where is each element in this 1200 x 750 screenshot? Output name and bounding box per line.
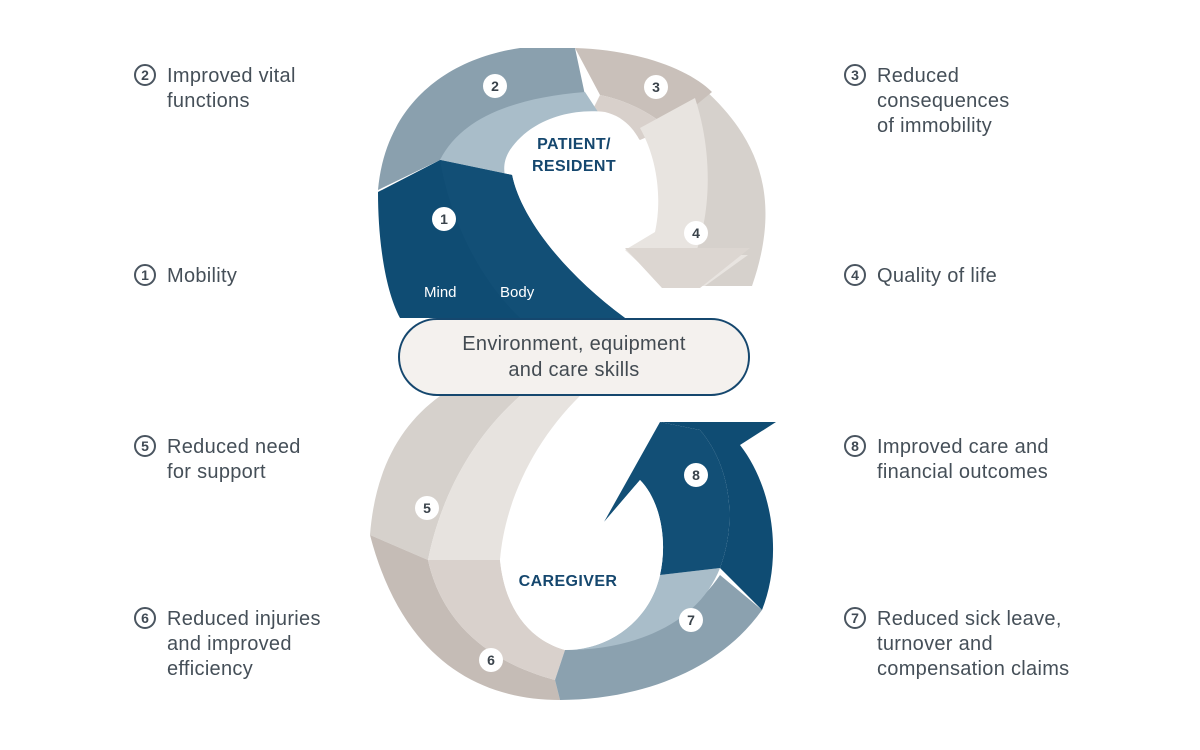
- item-8-number: 8: [844, 435, 866, 457]
- segment-8-outer: [660, 422, 776, 610]
- item-1: 1 Mobility: [134, 264, 237, 289]
- patient-resident-label: PATIENT/ RESIDENT: [531, 136, 617, 175]
- segment-5-inner: [428, 396, 580, 560]
- segment-8-inner: [604, 422, 730, 575]
- item-4-text: Quality of life: [877, 265, 998, 287]
- item-3: 3 Reduced consequences of immobility: [844, 64, 1010, 139]
- marker-2: 2: [483, 74, 507, 98]
- svg-text:3: 3: [652, 79, 660, 95]
- svg-text:7: 7: [687, 612, 695, 628]
- marker-3: 3: [644, 75, 668, 99]
- svg-text:8: 8: [692, 467, 700, 483]
- item-5-text: Reduced need for support: [167, 436, 301, 483]
- segment-4-inner: [625, 98, 748, 286]
- segment-6-inner: [428, 560, 565, 680]
- item-8: 8 Improved care and financial outcomes: [844, 435, 1049, 485]
- marker-4: 4: [684, 221, 708, 245]
- arrow-head-top: [625, 248, 750, 288]
- marker-5: 5: [415, 496, 439, 520]
- top-hollow: [508, 111, 650, 215]
- caregiver-label: CAREGIVER: [518, 573, 618, 590]
- marker-8: 8: [684, 463, 708, 487]
- svg-text:6: 6: [487, 652, 495, 668]
- marker-7: 7: [679, 608, 703, 632]
- item-5-number: 5: [134, 435, 156, 457]
- item-1-text: Mobility: [167, 265, 238, 287]
- svg-text:4: 4: [692, 225, 700, 241]
- segment-7-inner: [565, 568, 720, 650]
- item-3-number: 3: [844, 64, 866, 86]
- segment-7-outer: [555, 575, 762, 700]
- item-4: 4 Quality of life: [844, 264, 997, 289]
- item-7-number: 7: [844, 607, 866, 629]
- segment-4-outer: [660, 90, 766, 286]
- item-3-text: Reduced consequences of immobility: [877, 65, 1010, 137]
- item-7-text: Reduced sick leave, turnover and compens…: [877, 608, 1070, 680]
- item-6-text: Reduced injuries and improved efficiency: [167, 608, 321, 680]
- body-label: Body: [500, 284, 535, 301]
- svg-text:1: 1: [440, 211, 448, 227]
- item-2: 2 Improved vital functions: [134, 64, 296, 114]
- item-1-number: 1: [134, 264, 156, 286]
- item-2-text: Improved vital functions: [167, 65, 296, 112]
- mind-label: Mind: [424, 284, 457, 301]
- item-7: 7 Reduced sick leave, turnover and compe…: [844, 607, 1069, 682]
- item-2-number: 2: [134, 64, 156, 86]
- svg-text:5: 5: [423, 500, 431, 516]
- item-6: 6 Reduced injuries and improved efficien…: [134, 607, 321, 682]
- item-8-text: Improved care and financial outcomes: [877, 436, 1049, 483]
- item-4-number: 4: [844, 264, 866, 286]
- environment-box: Environment, equipment and care skills: [398, 318, 750, 396]
- marker-6: 6: [479, 648, 503, 672]
- item-5: 5 Reduced need for support: [134, 435, 301, 485]
- segment-1-shade: [440, 160, 625, 318]
- segment-5-outer: [370, 396, 520, 560]
- marker-1: 1: [432, 207, 456, 231]
- bottom-hollow: [500, 396, 664, 650]
- item-6-number: 6: [134, 607, 156, 629]
- segment-6-outer: [370, 535, 560, 700]
- svg-text:2: 2: [491, 78, 499, 94]
